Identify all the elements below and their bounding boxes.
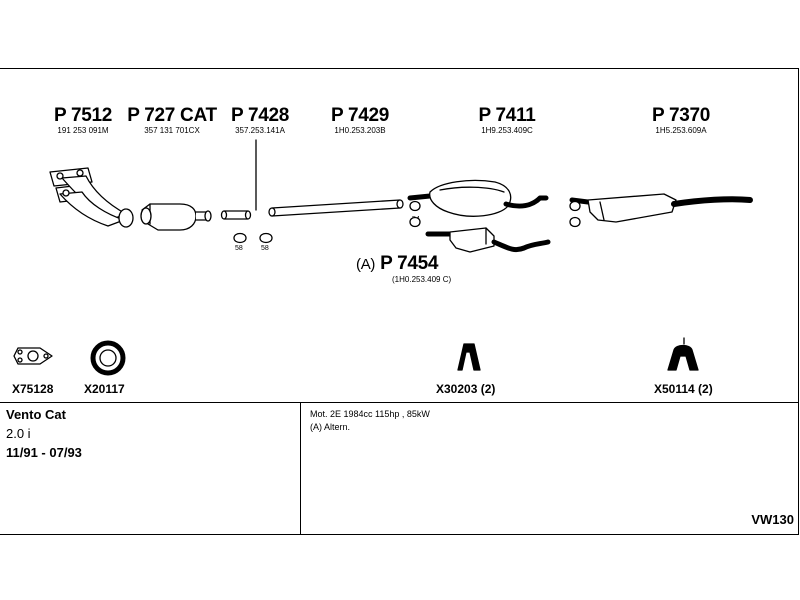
alt-silencer-drawing	[425, 227, 551, 253]
alt-note: (A) Altern.	[310, 422, 351, 432]
clamp-icon	[233, 200, 581, 244]
ring-x20117-icon	[90, 340, 126, 376]
engine-notes: Mot. 2E 1984cc 115hp , 85kW (A) Altern.	[310, 408, 430, 434]
centre-silencer-drawing	[407, 179, 549, 217]
model-years: 11/91 - 07/93	[6, 445, 82, 460]
part-number: P 7428	[230, 105, 290, 126]
part-label-p7411: P 7411 1H9.253.409C	[472, 106, 542, 136]
diagram-code: VW130	[751, 512, 794, 527]
part-number: P 7429	[330, 105, 390, 126]
part-label-p727cat: P 727 CAT 357 131 701CX	[124, 106, 220, 136]
rear-silencer-drawing	[569, 193, 753, 223]
clamp-label: 58	[235, 245, 243, 252]
part-label-p7429: P 7429 1H0.253.203B	[326, 106, 394, 136]
alt-prefix: (A)	[356, 256, 376, 273]
hanger-x30203-icon	[457, 343, 481, 371]
accessory-label-x50114: X50114 (2)	[654, 382, 713, 396]
part-reference: 191 253 091M	[57, 126, 109, 135]
accessory-label-x20117: X20117	[84, 382, 125, 396]
model-info: Vento Cat 2.0 i 11/91 - 07/93	[6, 405, 82, 462]
part-reference: 1H0.253.203B	[334, 126, 386, 135]
part-reference: (1H0.253.409 C)	[392, 275, 452, 284]
clamp-label: 58	[261, 245, 269, 252]
catalyst-drawing	[140, 203, 212, 231]
front-pipe-drawing	[49, 167, 134, 228]
gasket-x75128-icon	[13, 347, 53, 365]
accessory-label-x75128: X75128	[12, 382, 54, 396]
accessory-label-x30203: X30203 (2)	[436, 382, 496, 396]
part-number: P 7370	[651, 105, 711, 126]
short-pipe-drawing	[220, 139, 257, 220]
part-number: P 7512	[53, 105, 113, 126]
part-label-p7370: P 7370 1H5.253.609A	[646, 106, 716, 136]
engine-size: 2.0 i	[6, 426, 31, 441]
engine-spec: Mot. 2E 1984cc 115hp , 85kW	[310, 409, 430, 419]
part-label-p7454: (A) P 7454 (1H0.253.409 C)	[356, 254, 466, 285]
part-number: P 7454	[380, 253, 439, 274]
table-divider	[0, 402, 799, 403]
model-name: Vento Cat	[6, 407, 66, 422]
part-reference: 1H5.253.609A	[655, 126, 707, 135]
column-divider	[300, 402, 301, 534]
intermediate-pipe-drawing	[268, 199, 404, 217]
diagram-frame	[0, 68, 799, 535]
part-number: P 727 CAT	[127, 105, 217, 126]
part-label-p7512: P 7512 191 253 091M	[48, 106, 118, 136]
part-label-p7428: P 7428 357.253.141A	[226, 106, 294, 136]
part-reference: 1H9.253.409C	[481, 126, 533, 135]
part-reference: 357.253.141A	[235, 126, 285, 135]
hanger-x50114-icon	[667, 337, 699, 371]
part-number: P 7411	[478, 105, 536, 126]
part-reference: 357 131 701CX	[144, 126, 200, 135]
